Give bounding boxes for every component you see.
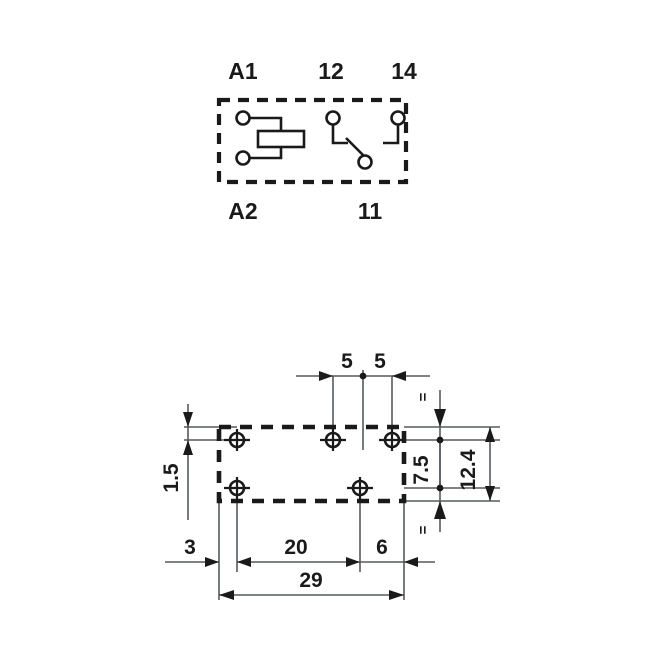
arrow-75-bottom	[434, 501, 446, 519]
coil-symbol	[235, 110, 306, 166]
dim-label-overall-width: 29	[299, 569, 322, 592]
dim-dot-75-top	[436, 436, 444, 444]
symmetry-mark-top: =	[415, 392, 432, 401]
dim-label-overall-height: 12.4	[457, 449, 480, 490]
arrow-5-right	[392, 371, 406, 381]
dim-label-left-offset: 3	[184, 536, 196, 559]
changeover-contact-symbol	[325, 110, 406, 170]
arrow-29-right	[389, 590, 404, 600]
arrow-5-left	[319, 371, 333, 381]
footprint-outline	[216, 424, 407, 504]
schematic-enclosure	[216, 97, 409, 185]
symmetry-mark-bottom: =	[415, 525, 432, 534]
dim-label-pitch-right: 5	[374, 350, 386, 373]
arrow-15-top	[183, 412, 193, 427]
dimension-1-5: 1.5	[160, 412, 193, 493]
terminal-node-a1	[235, 110, 251, 126]
arrow-20-right	[346, 557, 360, 567]
contact-wire-12	[331, 124, 348, 145]
footprint-group: 5 5 1.5 = = 7.5	[160, 350, 500, 600]
hole-bottom-2	[347, 477, 373, 499]
terminal-node-a2	[235, 150, 251, 166]
arrow-75-top	[434, 409, 446, 427]
dim-label-right-span: 6	[376, 536, 388, 559]
hole-top-1	[224, 429, 250, 451]
terminal-node-12	[325, 110, 341, 126]
schematic-label-12: 12	[318, 58, 344, 84]
coil-body	[256, 129, 306, 149]
dimension-pitch-5-5: 5 5	[296, 350, 430, 381]
arrow-29-left	[219, 590, 234, 600]
arrow-15-bottom	[183, 440, 193, 455]
dimension-12-4: 12.4	[457, 427, 495, 501]
coil-wire-top	[250, 116, 283, 131]
dimension-29: 29	[219, 569, 404, 600]
schematic-group: A1 12 14	[216, 58, 417, 224]
dim-label-edge-to-hole: 1.5	[160, 463, 183, 493]
schematic-label-a2: A2	[228, 198, 257, 224]
terminal-node-11	[357, 154, 373, 170]
hole-top-3	[379, 429, 405, 451]
schematic-label-14: 14	[391, 58, 417, 84]
dim-label-pitch-left: 5	[341, 350, 353, 373]
schematic-label-11: 11	[358, 198, 383, 224]
dimension-row-3-20-6: 3 20 6	[165, 536, 435, 567]
dim-label-mid-span: 20	[284, 536, 307, 559]
terminal-node-14	[390, 110, 406, 126]
contact-wire-14	[383, 124, 400, 145]
hole-bottom-1	[224, 477, 250, 499]
dim-center-dot-top	[359, 372, 367, 380]
dim-label-row-spacing: 7.5	[410, 455, 433, 485]
arrow-3-right	[205, 557, 219, 567]
schematic-label-a1: A1	[228, 58, 258, 84]
hole-top-2	[320, 429, 346, 451]
coil-wire-bottom	[250, 146, 283, 160]
arrow-6-right	[404, 557, 418, 567]
arrow-124-bottom	[485, 486, 495, 501]
dim-dot-75-bottom	[436, 484, 444, 492]
contact-moving-arm	[345, 137, 366, 158]
arrow-20-left	[237, 557, 251, 567]
arrow-124-top	[485, 427, 495, 442]
dimension-7-5: = = 7.5	[410, 392, 446, 534]
